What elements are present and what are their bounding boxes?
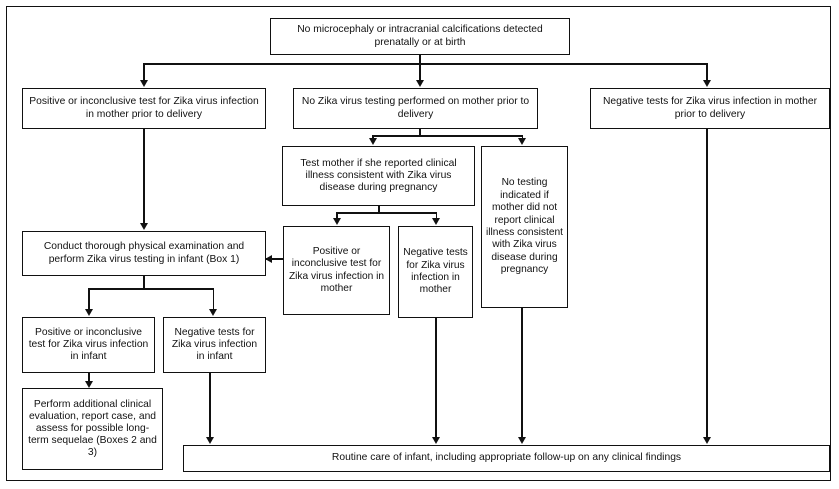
arrow-infant-negative-to-routine [205, 437, 214, 444]
node-conduct-exam-label: Conduct thorough physical examination an… [43, 241, 245, 265]
node-no-testing-indicated-label: No testing indicated if mother did not r… [486, 177, 564, 276]
node-mother-positive-prior: Positive or inconclusive test for Zika v… [22, 88, 266, 129]
node-infant-positive-label: Positive or inconclusive test for Zika v… [28, 326, 149, 363]
edge-root-stem [419, 55, 421, 64]
arrow-not-tested-to-test-mother [368, 138, 377, 145]
node-mother-not-tested-label: No Zika virus testing performed on mothe… [301, 96, 530, 120]
edge-mother-negative-prior-to-routine [706, 129, 708, 437]
node-mother-positive-result: Positive or inconclusive test for Zika v… [283, 226, 390, 315]
node-mother-negative-result: Negative tests for Zika virus infection … [398, 226, 473, 318]
node-infant-negative: Negative tests for Zika virus infection … [163, 317, 266, 373]
edge-conduct-to-infant-negative [212, 288, 214, 309]
edge-not-tested-to-test-mother [372, 135, 374, 138]
node-mother-not-tested: No Zika virus testing performed on mothe… [293, 88, 538, 129]
arrow-mother-positive-to-conduct [265, 255, 272, 264]
arrow-test-mother-to-negative [432, 218, 441, 225]
arrow-conduct-to-infant-positive [84, 309, 93, 316]
edge-mother-positive-prior-to-conduct [143, 129, 145, 223]
edge-mother-positive-to-conduct [266, 258, 284, 260]
arrow-not-tested-to-no-testing [518, 138, 527, 145]
node-test-mother-if-ill-label: Test mother if she reported clinical ill… [300, 157, 457, 194]
edge-infant-negative-to-routine [209, 373, 211, 437]
arrow-root-to-mother-negative-prior [702, 80, 711, 87]
node-mother-negative-result-label: Negative tests for Zika virus infection … [403, 247, 468, 296]
node-perform-additional-label: Perform additional clinical evaluation, … [28, 398, 157, 459]
edge-conduct-stem [143, 276, 145, 289]
node-routine-care-label: Routine care of infant, including approp… [331, 452, 682, 464]
arrow-mother-negative-prior-to-routine [702, 437, 711, 444]
node-test-mother-if-ill: Test mother if she reported clinical ill… [282, 146, 475, 206]
edge-root-distribution-bar [143, 63, 707, 65]
node-root-label: No microcephaly or intracranial calcific… [297, 24, 543, 48]
arrow-mother-positive-prior-to-conduct [139, 223, 148, 230]
edge-test-mother-stem [378, 206, 380, 213]
arrow-conduct-to-infant-negative [209, 309, 218, 316]
edge-root-to-mother-negative-prior [706, 63, 708, 80]
arrow-no-testing-to-routine [517, 437, 526, 444]
arrow-test-mother-to-positive [332, 218, 341, 225]
edge-root-to-mother-positive-prior [143, 63, 145, 80]
node-mother-negative-prior: Negative tests for Zika virus infection … [590, 88, 830, 129]
node-perform-additional: Perform additional clinical evaluation, … [22, 388, 163, 470]
edge-conduct-split-bar [88, 288, 214, 290]
arrow-root-to-mother-not-tested [415, 80, 424, 87]
arrow-root-to-mother-positive-prior [139, 80, 148, 87]
node-infant-negative-label: Negative tests for Zika virus infection … [171, 326, 258, 363]
node-mother-positive-result-label: Positive or inconclusive test for Zika v… [288, 245, 385, 294]
edge-infant-positive-to-perform [88, 373, 90, 381]
node-root: No microcephaly or intracranial calcific… [270, 18, 570, 55]
edge-conduct-to-infant-positive [88, 288, 90, 309]
node-no-testing-indicated: No testing indicated if mother did not r… [481, 146, 568, 308]
edge-root-to-mother-not-tested [419, 63, 421, 80]
node-conduct-exam: Conduct thorough physical examination an… [22, 231, 266, 276]
edge-not-tested-split-bar [372, 135, 523, 137]
edge-not-tested-stem [419, 129, 421, 136]
edge-mother-negative-result-to-routine [435, 318, 437, 437]
edge-no-testing-to-routine [521, 308, 523, 437]
edge-test-mother-split-bar [336, 212, 437, 214]
node-infant-positive: Positive or inconclusive test for Zika v… [22, 317, 155, 373]
arrow-infant-positive-to-perform [84, 381, 93, 388]
node-mother-negative-prior-label: Negative tests for Zika virus infection … [602, 96, 818, 120]
arrow-mother-negative-result-to-routine [431, 437, 440, 444]
node-routine-care: Routine care of infant, including approp… [183, 445, 830, 472]
edge-test-mother-to-positive [336, 212, 338, 218]
edge-not-tested-to-no-testing [521, 135, 523, 138]
node-mother-positive-prior-label: Positive or inconclusive test for Zika v… [29, 96, 259, 120]
edge-test-mother-to-negative [435, 212, 437, 218]
